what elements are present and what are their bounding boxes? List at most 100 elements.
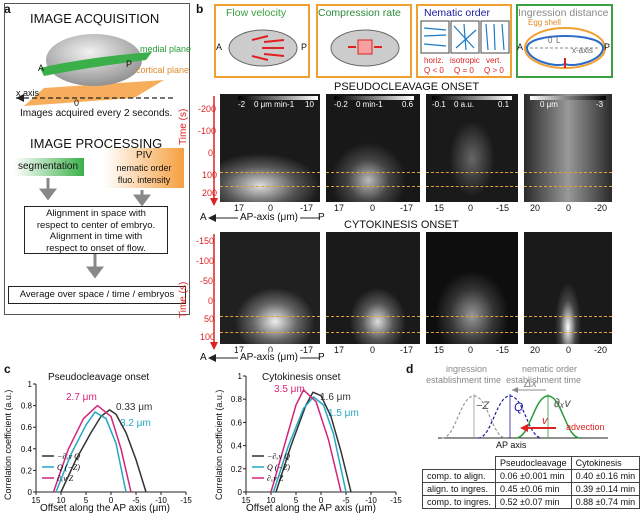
x-axis-zero: 0 [74,98,80,108]
table-cell: 0.40 ±0.16 min [570,469,640,483]
ingression-xaxis-label: x-axis [572,46,593,55]
segmentation-box: segmentation [14,158,84,176]
nematic-isotropic-label: isotropic [450,56,480,65]
table-cell: align. to ingres. [421,482,497,496]
y-tick-label: 0.2 [21,466,33,475]
colorbar-ingression-mid: 0 μm [540,100,558,109]
kymo-nematic-pseudocleavage [426,94,518,202]
colorbar-ingression-max: -3 [596,100,604,109]
row1-k4-xtick-2: 0 [566,203,572,213]
flow-velocity-embryo-icon [228,29,298,67]
y-tick-label: 1 [28,380,33,389]
x-tick-label: 0 [109,496,114,505]
series-line-1 [275,391,352,493]
x-tick-label: 15 [242,496,251,505]
colorbar-nematic-min: -0.1 [432,100,446,109]
series-line-2 [272,396,347,493]
cortical-plane-label: cortical plane [136,65,190,75]
row1-k2-xtick-2: 0 [370,203,376,213]
acquisition-note: Images acquired every 2 seconds. [20,108,173,119]
row1-k2-xtick-1: 17 [334,203,345,213]
kymo-nematic-cytokinesis [426,232,518,344]
row2-k4-xtick-3: -20 [594,345,608,355]
x-tick-label: 10 [57,496,66,505]
x-axis-label: x axis [16,88,40,98]
alignment-box: Alignment in space with respect to cente… [24,206,168,254]
colorbar-compression [334,96,414,100]
row1-k1-xtick-1: 17 [234,203,245,213]
row2-ap-p: P [318,352,325,363]
y-tick-label: 1 [238,372,243,381]
series-line-3 [52,404,132,493]
x-tick-label: -15 [390,496,402,505]
processing-title: IMAGE PROCESSING [30,136,163,151]
table-cell: 0.88 ±0.74 min [570,495,640,509]
row2-ytick-4: 0 [208,296,214,306]
row2-ytick-5: 50 [204,314,215,324]
row2-title: CYTOKINESIS ONSET [344,219,459,231]
colorbar-flow-max: 10 [305,100,314,109]
x-tick-label: -10 [155,496,167,505]
row1-ap-axis-label: AP-axis (μm) [238,212,300,223]
left-annot-black: 0.33 μm [116,402,153,413]
y-tick-label: 0 [28,488,33,497]
header-flow-velocity [214,4,310,78]
nematic-time-label-2: establishment time [506,375,582,385]
ingression-l-label: L [556,36,561,45]
x-tick-label: 10 [267,496,276,505]
acquisition-title: IMAGE ACQUISITION [30,11,160,26]
x-tick-label: 5 [84,496,89,505]
y-tick-label: 0.6 [21,423,33,432]
row2-k2-xtick-1: 17 [334,345,345,355]
row1-ytick-3: 0 [208,148,214,158]
row2-k3-xtick-2: 0 [468,345,474,355]
kymo-flow-cytokinesis [220,232,320,344]
table-row: align. to ingres. 0.45 ±0.06 min 0.39 ±0… [421,482,640,496]
legend-label: Q (−Z) [267,463,290,472]
panel-label-b: b [196,2,204,16]
colorbar-nematic-mid: 0 a.u. [454,100,475,109]
colorbar-flow [238,96,318,100]
ingression-embryo-icon [524,27,606,69]
series-line-2 [55,411,127,493]
row1-k1-xtick-2: 0 [268,203,274,213]
ap-axis-label-d: AP axis [496,440,527,450]
row1-ytick-5: 200 [202,188,218,198]
colorbar-compression-max: 0.6 [402,100,414,109]
right-annot-black: 1.6 μm [320,392,351,403]
legend-label: −∂ₓv Q [57,452,80,461]
embryo-p-label: P [126,59,133,69]
row1-time-axis [210,96,218,206]
alignment-line-2: respect to center of embryo. [36,219,156,231]
ingression-time-label-2: establishment time [426,375,502,385]
colorbar-flow-min: -2 [238,100,246,109]
row2-k2-xtick-3: -17 [400,345,414,355]
table-cell: 0.45 ±0.06 min [495,482,572,496]
panel-d-diagram [438,387,608,439]
kymo-flow-pseudocleavage [220,94,320,202]
chart-left-title: Pseudocleavage onset [48,372,150,383]
series-line-1 [60,409,147,493]
y-tick-label: 0.4 [231,442,243,451]
average-label: Average over space / time / embryos [19,289,175,300]
embryo-diagram [16,34,174,106]
nematic-horiz-label: horiz. [424,56,444,65]
kymo-compression-cytokinesis [326,232,420,344]
row1-ap-a: A [200,212,207,223]
piv-box: PIV nematic order fluo. intensity [104,148,184,188]
row1-k3-xtick-2: 0 [468,203,474,213]
table-row: comp. to align. 0.06 ±0.001 min 0.40 ±0.… [421,469,640,483]
table-header-cell [422,456,497,470]
y-tick-label: 0.6 [231,418,243,427]
q-label: Q [514,400,524,414]
ingression-a-label: A [517,42,524,52]
x-tick-label: -5 [132,496,140,505]
panel-label-a: a [4,2,11,16]
dxv-label: ∂ₓv [554,396,571,410]
neg-z-label: −Z [476,400,490,412]
x-tick-label: -15 [180,496,192,505]
row2-k2-xtick-2: 0 [370,345,376,355]
chart-right-xlabel: Offset along the AP axis (μm) [246,503,376,514]
table-header-row: Pseudocleavage Cytokinesis [422,456,640,470]
